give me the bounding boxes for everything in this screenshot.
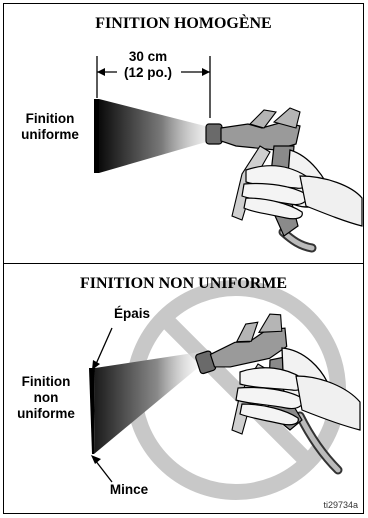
uniform-finish-line2: uniforme: [21, 127, 79, 142]
uniform-finish-line1: Finition: [25, 111, 75, 126]
distance-cm: 30 cm: [128, 49, 168, 64]
distance-dimension: [96, 56, 211, 118]
non-uniform-finish-line1: Finition: [21, 374, 71, 389]
panel-divider: [3, 263, 364, 264]
non-uniform-finish-line3: uniforme: [17, 406, 75, 421]
figure-frame: [3, 3, 364, 514]
top-panel-title: FINITION HOMOGÈNE: [95, 15, 272, 32]
spray-gun-bottom: [195, 313, 361, 475]
figure-code: ti29734a: [323, 500, 358, 510]
uniform-coat-surface: [94, 99, 99, 173]
thick-label: Épais: [113, 306, 151, 321]
thin-arrow: [91, 455, 113, 483]
thin-label: Mince: [109, 482, 149, 497]
bottom-panel-title: FINITION NON UNIFORME: [79, 275, 288, 292]
uneven-coat-surface: [89, 368, 95, 454]
thick-arrow: [92, 327, 113, 370]
distance-inches: (12 po.): [123, 65, 172, 80]
uniform-spray-fan: [99, 99, 213, 173]
uniform-finish-label: Finition uniforme: [14, 111, 86, 143]
spray-gun-top: [205, 107, 363, 253]
non-uniform-finish-label: Finition non uniforme: [10, 374, 82, 422]
non-uniform-finish-line2: non: [33, 390, 59, 405]
distance-label: 30 cm (12 po.): [117, 49, 179, 81]
uneven-spray-fan: [94, 352, 200, 454]
